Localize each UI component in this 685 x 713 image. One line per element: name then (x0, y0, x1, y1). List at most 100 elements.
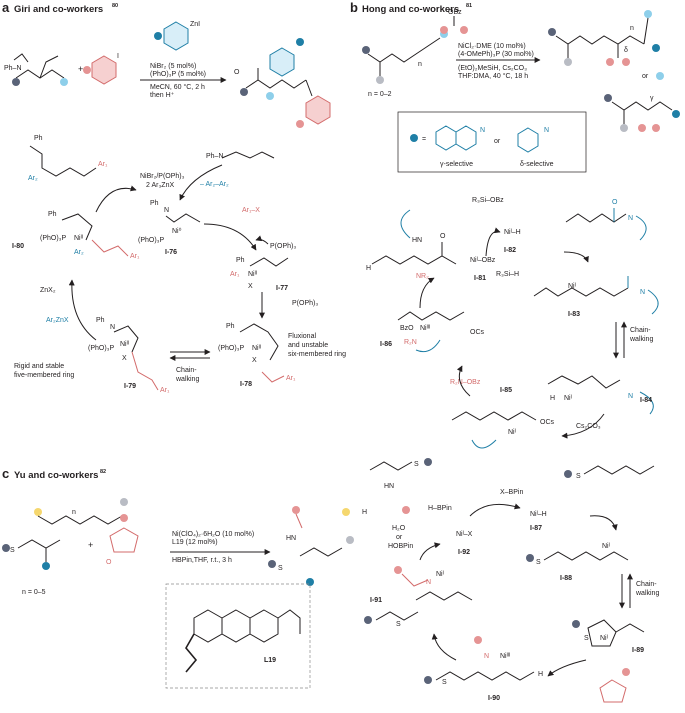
label-i83: I-83 (568, 311, 580, 318)
nh-b3: N (628, 393, 633, 400)
i77-ar1: Ar₁ (230, 271, 240, 278)
i79-ph: Ph (96, 317, 105, 324)
i78-ni: Niᴵᴵ (252, 345, 261, 352)
label-i85: I-85 (500, 387, 512, 394)
arylzinc-reagent: ZnI (154, 21, 200, 51)
i80-ni: Niᴵᴵ (74, 235, 83, 242)
tr-s: S (576, 473, 581, 480)
obz-label: OBz (448, 9, 462, 16)
i84-ni: Niᴵ (564, 395, 572, 402)
i90-ni: Niᴵᴵᴵ (500, 653, 510, 660)
i91-ni: Niᴵ (436, 571, 444, 578)
prod-b-hn: HN (412, 237, 422, 244)
panel-a-cycle: NiBr₂/P(OPh)₃ 2 Ar₃ZnX – Ar₂–Ar₂ Ph–N Ph… (12, 135, 346, 394)
prod-c-s: S (278, 565, 283, 572)
panel-c-letter: c (2, 466, 9, 481)
i76-ph: Ph (150, 200, 159, 207)
prod-b-o: O (440, 233, 446, 240)
i90-s: S (442, 679, 447, 686)
ph-n-label: Ph–N (4, 65, 22, 72)
prod-imine-label: Ph (34, 135, 43, 142)
nih-c: Niᴵ–H (530, 511, 547, 518)
panel-c-title: Yu and co-workers (14, 470, 98, 481)
cs2co3-b: Cs₂CO₃ (576, 423, 601, 430)
label-i80: I-80 (12, 243, 24, 250)
cond-b-2: (EtO)₂MeSiH, Cs₂CO₃ (458, 65, 527, 72)
ar1x-label: Ar₁–X (242, 207, 260, 214)
i83-ni: Niᴵ (568, 283, 576, 290)
s-c1: S (10, 547, 15, 554)
cat-text-1: 2 Ar₃ZnX (146, 182, 174, 189)
directing-group-box (397, 111, 587, 173)
eq-b: = (422, 136, 426, 143)
zni-label: ZnI (190, 21, 200, 28)
chainwalk-a-0: Chain- (176, 367, 197, 374)
prod-ar1: Ar₁ (98, 161, 108, 168)
label-i78: I-78 (240, 381, 252, 388)
n-range-c: n = 0–5 (22, 589, 46, 596)
delta-mark: δ (624, 47, 628, 54)
n-range-b: n = 0–2 (368, 91, 392, 98)
ligand-box (165, 583, 311, 689)
i79-x: X (122, 355, 127, 362)
panel-b-gamma-product: γ (604, 72, 680, 132)
panel-c: c Yu and co-workers 82 n S n = 0–5 + O N… (2, 458, 659, 703)
panel-c-product: HN S (268, 506, 354, 586)
panel-a-title: Giri and co-workers (14, 4, 103, 15)
i77-ni: Niᴵᴵ (248, 271, 257, 278)
oxo-label: O (234, 69, 240, 76)
top-h: H (362, 509, 367, 516)
znx2-label: ZnX₂ (40, 287, 56, 294)
panel-b-title: Hong and co-workers (362, 4, 459, 15)
i78-ph: Ph (226, 323, 235, 330)
r2nobz: R₂N–OBz (450, 379, 481, 386)
chainwalk-c-0: Chain- (636, 581, 657, 588)
n-c: n (72, 509, 76, 516)
plus-sign: + (78, 64, 83, 74)
nh-b1: N (628, 215, 633, 222)
or-dg: or (494, 138, 501, 145)
oxo-c: O (106, 559, 112, 566)
i84-h: H (550, 395, 555, 402)
i88-s: S (536, 559, 541, 566)
dg-nh2: N (544, 127, 549, 134)
prod-b-h: H (366, 265, 371, 272)
rigid-0: Rigid and stable (14, 363, 64, 370)
cond-a-1: (PhO)₃P (5 mol%) (150, 71, 206, 78)
label-i86: I-86 (380, 341, 392, 348)
plus-c: + (88, 540, 93, 550)
cond-c-0: Ni(ClO₄)₂·6H₂O (10 mol%) (172, 531, 254, 538)
ligand-label: L19 (264, 657, 276, 664)
cond-a-0: NiBr₂ (5 mol%) (150, 63, 196, 70)
label-i76: I-76 (165, 249, 177, 256)
chainwalk-c-1: walking (635, 590, 659, 597)
i76-ligand: (PhO)₃P (138, 237, 165, 244)
cond-a-3: then H⁺ (150, 92, 175, 99)
i88-ni: Niᴵ (602, 543, 610, 550)
n-b: n (418, 61, 422, 68)
xbpin: X–BPin (500, 489, 523, 496)
popph3-a2: P(OPh)₃ (292, 300, 318, 307)
dioxazolone-reagent: O (106, 514, 139, 566)
chainwalk-b-0: Chain- (630, 327, 651, 334)
nix-c: Niᴵ–X (456, 531, 473, 538)
panel-c-substrate: n S n = 0–5 (2, 498, 128, 596)
lightblue-substituent (60, 78, 68, 86)
imine-label-top: Ph–N (206, 153, 224, 160)
rigid-1: five-membered ring (14, 372, 74, 379)
label-i88: I-88 (560, 575, 572, 582)
panel-b-substrate: n n = 0–2 (362, 30, 448, 98)
ar2znx-label: Ar₂ZnX (46, 317, 69, 324)
prod-ar2: Ar₂ (28, 175, 38, 182)
label-i79: I-79 (124, 383, 136, 390)
prod-b-nr2: NR₂ (416, 273, 429, 280)
panel-b-delta-product: δ n (548, 10, 660, 66)
i77-x: X (248, 283, 253, 290)
panel-a-imine-substrate: Ph–N (4, 53, 68, 86)
i86-ni: Niᴵᴵᴵ (420, 325, 430, 332)
i76-n: N (164, 207, 169, 214)
label-i91: I-91 (370, 597, 382, 604)
label-i84: I-84 (640, 397, 652, 404)
i78-x: X (252, 357, 257, 364)
or-b: or (642, 73, 649, 80)
